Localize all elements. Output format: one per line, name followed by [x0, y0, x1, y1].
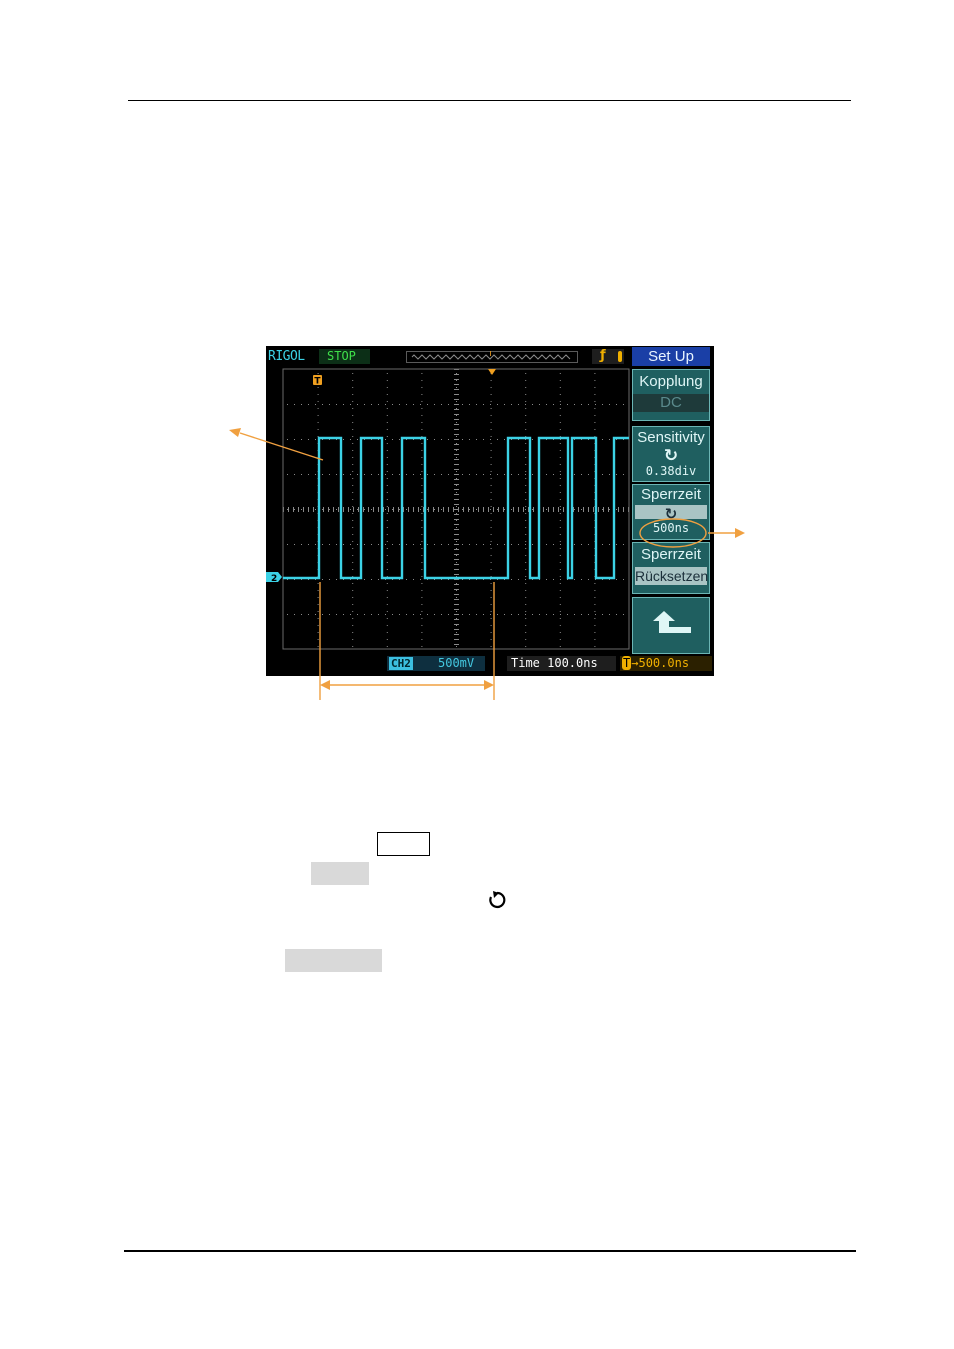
menu-button-return[interactable]: [632, 597, 710, 654]
channel2-trace: [283, 436, 629, 580]
menu-button-sensitivity[interactable]: Sensitivity ↻ 0.38div: [632, 426, 710, 482]
holdoff-reset-label: Sperrzeit: [640, 546, 702, 563]
footer-rule: [124, 1250, 856, 1252]
rising-edge-icon: ƒ: [592, 348, 624, 364]
rotate-knob-icon: ↻: [663, 446, 679, 466]
channel-tag: CH2: [389, 657, 413, 670]
menu-button-holdoff[interactable]: Sperrzeit ↻ 500ns: [632, 484, 710, 540]
brand-label: RIGOL: [268, 349, 305, 364]
rotate-knob-icon: ↻: [635, 505, 707, 523]
sensitivity-value: 0.38div: [645, 464, 697, 478]
memory-position-bar: T: [406, 351, 578, 363]
trigger-position-readout: T→500.0ns: [620, 656, 712, 671]
status-top-bar: RIGOL STOP T ƒ: [266, 346, 714, 368]
trigger-position-marker: [488, 369, 496, 375]
oscilloscope-screen: T 2 RIGOL STOP T ƒ Set Up Kopplung DC Se…: [266, 346, 714, 676]
status-bottom-bar: CH2 500mV Time 100.0ns T→500.0ns: [266, 652, 714, 676]
header-rule: [128, 100, 851, 101]
softkey-highlight-2: [285, 949, 382, 972]
holdoff-label: Sperrzeit: [640, 486, 702, 503]
svg-text:T: T: [314, 377, 321, 387]
coupling-value: DC: [633, 394, 709, 412]
setup-menu: Set Up Kopplung DC Sensitivity ↻ 0.38div…: [630, 346, 714, 676]
menu-button-holdoff-reset[interactable]: Sperrzeit Rücksetzen: [632, 542, 710, 594]
holdoff-reset-value: Rücksetzen: [635, 567, 709, 585]
trigger-marker-t: T: [313, 375, 322, 387]
channel-scale: 500mV: [438, 656, 475, 670]
svg-text:2: 2: [271, 574, 277, 584]
menu-title: Set Up: [632, 347, 710, 366]
run-state-badge: STOP: [319, 349, 370, 364]
return-arrow-icon: [653, 611, 691, 633]
holdoff-value: 500ns: [652, 521, 690, 535]
channel2-ground-marker: 2: [266, 572, 282, 584]
front-panel-key-box: [377, 832, 430, 856]
menu-button-coupling[interactable]: Kopplung DC: [632, 369, 710, 421]
timebase-readout: Time 100.0ns: [507, 656, 616, 671]
rotate-knob-icon: [489, 891, 506, 909]
softkey-highlight: [311, 862, 369, 885]
svg-text:T: T: [487, 351, 493, 358]
sensitivity-label: Sensitivity: [637, 429, 705, 446]
channel-indicator: CH2 500mV: [387, 656, 485, 671]
coupling-label: Kopplung: [639, 373, 703, 390]
